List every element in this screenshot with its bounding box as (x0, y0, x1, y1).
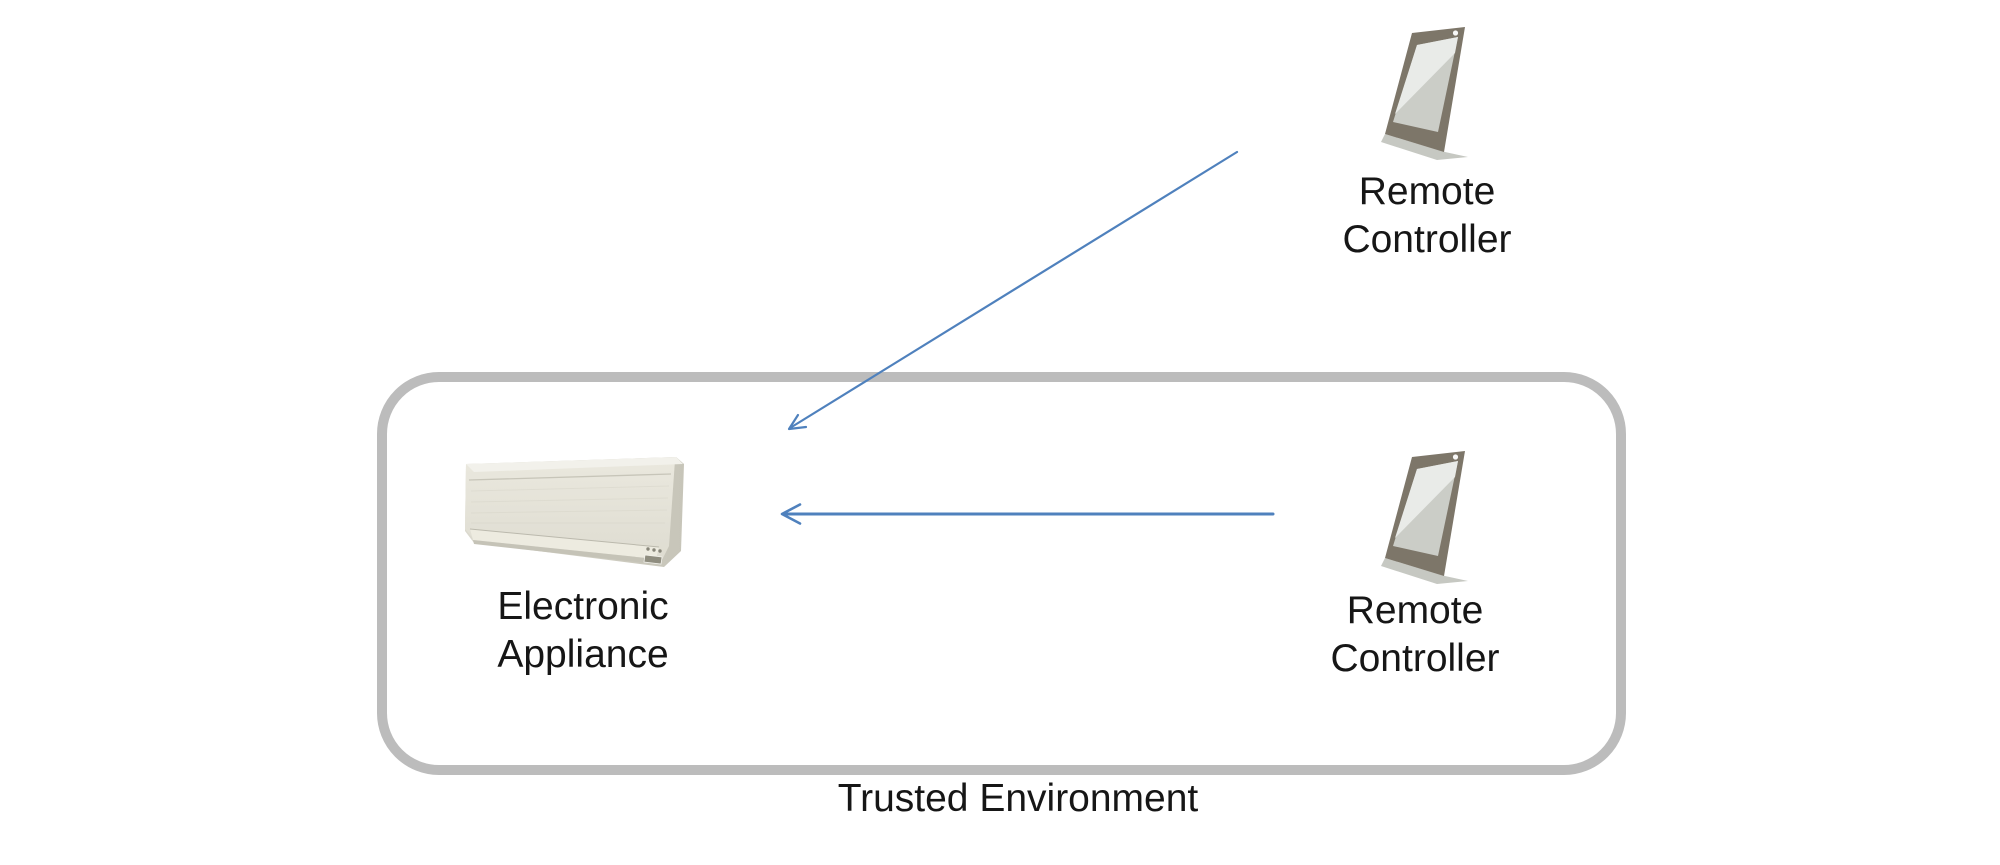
remote-controller-inside-label: Remote Controller (1330, 589, 1500, 680)
remote-controller-outside-label: Remote Controller (1342, 170, 1512, 261)
trusted-environment-label: Trusted Environment (837, 777, 1199, 820)
smartphone-icon (1381, 451, 1468, 584)
electronic-appliance-label: Electronic Appliance (497, 585, 669, 676)
ac-control-panel (643, 547, 663, 565)
air-conditioner-icon (465, 457, 684, 567)
smartphone-icon (1381, 27, 1468, 160)
